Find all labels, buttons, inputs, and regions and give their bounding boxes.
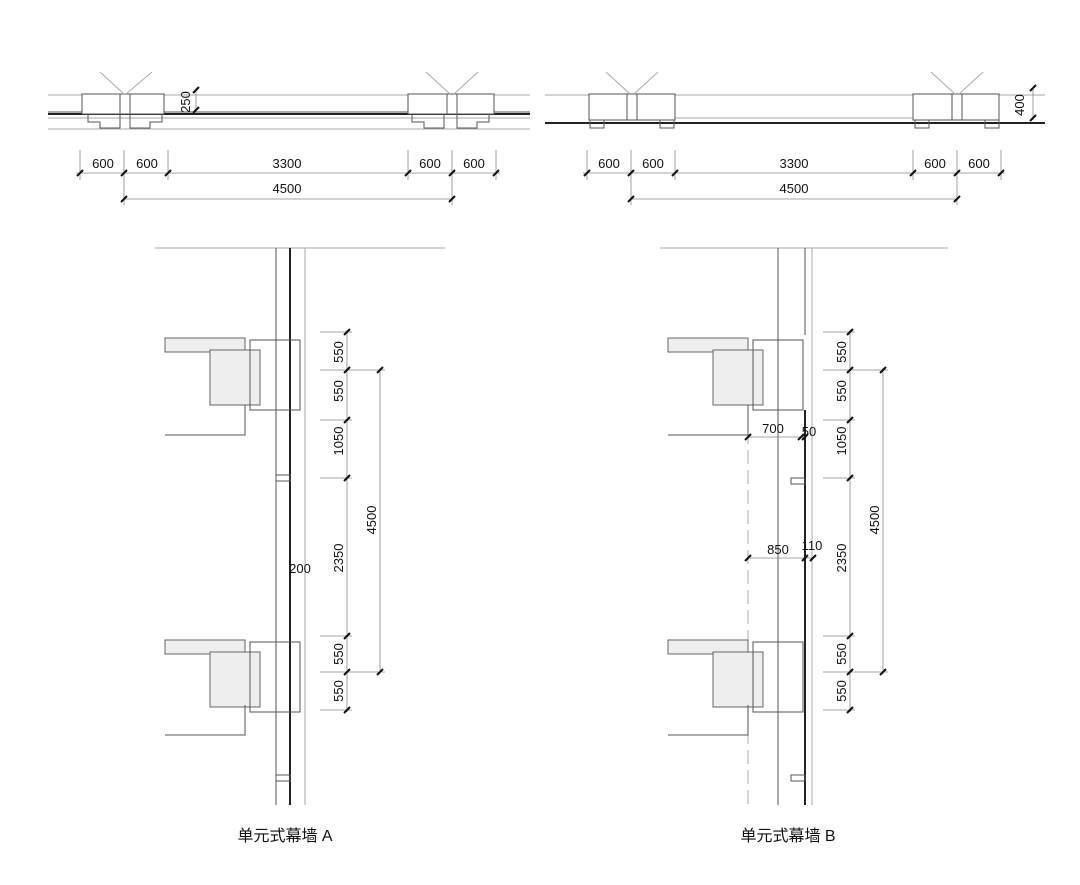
section-a-h2: 550 xyxy=(331,380,346,402)
plan-a: 250 600 600 3300 600 600 4500 xyxy=(48,71,530,205)
section-a: 550 550 1050 2350 550 550 4500 200 单元式幕墙… xyxy=(155,247,445,845)
section-a-h6: 550 xyxy=(331,680,346,702)
section-b-gap-bottom: 110 xyxy=(802,538,823,553)
section-b-h2: 550 xyxy=(834,380,849,402)
plan-a-depth-label: 250 xyxy=(178,91,193,113)
section-a-h3: 1050 xyxy=(331,427,346,456)
section-b-h1: 550 xyxy=(834,341,849,363)
plan-b-dim-4: 600 xyxy=(924,156,946,171)
section-b: 700 50 850 110 550 550 1050 2350 550 550… xyxy=(660,247,948,845)
section-a-caption: 单元式幕墙 A xyxy=(237,827,332,845)
section-a-h4: 2350 xyxy=(331,544,346,573)
section-b-offset-bottom: 850 xyxy=(767,542,789,557)
plan-b-dim-1: 600 xyxy=(598,156,620,171)
section-a-h5: 550 xyxy=(331,643,346,665)
plan-b-dim-2: 600 xyxy=(642,156,664,171)
section-b-gap-top: 50 xyxy=(802,424,816,439)
plan-b-dim-3: 3300 xyxy=(780,156,809,171)
section-b-h3: 1050 xyxy=(834,427,849,456)
section-b-h6: 550 xyxy=(834,680,849,702)
plan-b-overall: 4500 xyxy=(780,181,809,196)
plan-b: 400 600 600 3300 600 600 4500 xyxy=(545,71,1045,205)
plan-a-dim-1: 600 xyxy=(92,156,114,171)
plan-a-overall: 4500 xyxy=(273,181,302,196)
section-b-offset-top: 700 xyxy=(762,421,784,436)
section-a-offset: 200 xyxy=(289,561,311,576)
section-b-h5: 550 xyxy=(834,643,849,665)
plan-a-dim-5: 600 xyxy=(463,156,485,171)
plan-a-dim-3: 3300 xyxy=(273,156,302,171)
plan-b-dim-5: 600 xyxy=(968,156,990,171)
section-b-overall: 4500 xyxy=(867,506,882,535)
section-b-h4: 2350 xyxy=(834,544,849,573)
section-b-caption: 单元式幕墙 B xyxy=(740,827,835,845)
plan-a-dim-2: 600 xyxy=(136,156,158,171)
section-a-overall: 4500 xyxy=(364,506,379,535)
plan-b-depth-label: 400 xyxy=(1012,94,1027,116)
section-a-h1: 550 xyxy=(331,341,346,363)
plan-a-dim-4: 600 xyxy=(419,156,441,171)
